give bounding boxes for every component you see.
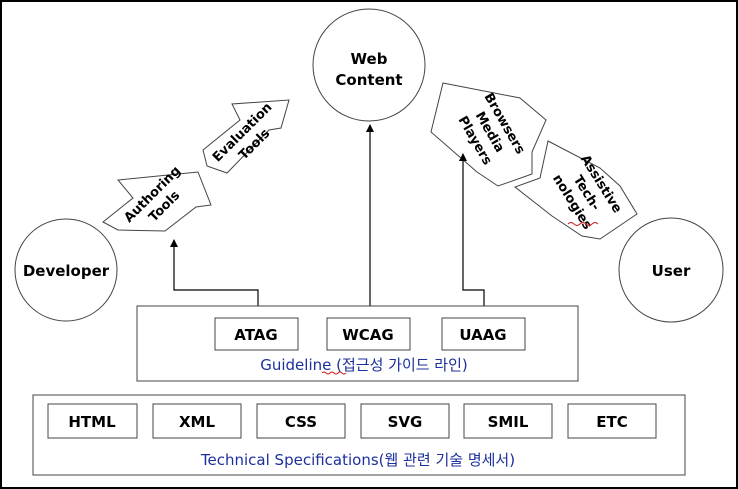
spellcheck-squiggle: [567, 222, 599, 226]
evaluation-tools-arrow: Evaluation Tools: [202, 99, 290, 174]
spellcheck-squiggle: [321, 371, 347, 375]
xml-box: XML: [152, 403, 242, 439]
css-label: CSS: [285, 413, 317, 431]
html-label: HTML: [68, 413, 116, 431]
technical-caption: Technical Specifications(웹 관련 기술 명세서): [200, 451, 515, 469]
guideline-caption: Guideline (접근성 가이드 라인): [260, 356, 468, 374]
browsers-media-players-arrow: Browsers Media Players: [430, 82, 547, 187]
developer-label: Developer: [23, 262, 110, 280]
user-node: User: [618, 217, 724, 323]
atag-label: ATAG: [234, 326, 277, 344]
authoring-atag-connector: [170, 239, 262, 316]
etc-box: ETC: [567, 403, 657, 439]
html-box: HTML: [47, 403, 138, 439]
authoring-tools-arrow: Authoring Tools: [102, 164, 212, 232]
connectors: [170, 124, 488, 316]
uaag-box: UAAG: [441, 317, 526, 351]
browsers-uaag-connector: [459, 153, 488, 316]
css-box: CSS: [256, 403, 346, 439]
smil-label: SMIL: [488, 413, 529, 431]
wcag-box: WCAG: [326, 317, 411, 351]
technical-specifications-group: HTML XML CSS SVG SMIL ETC Technical Spec…: [32, 394, 686, 476]
etc-label: ETC: [596, 413, 628, 431]
developer-node: Developer: [14, 218, 118, 322]
assistive-technologies-arrow: Assistive Tech- nologies: [513, 140, 638, 240]
smil-box: SMIL: [463, 403, 553, 439]
web-content-label-line2: Content: [335, 71, 402, 89]
web-content-node: Web Content: [312, 8, 426, 122]
user-label: User: [652, 262, 691, 280]
uaag-label: UAAG: [459, 326, 506, 344]
svg-box: SVG: [360, 403, 450, 439]
atag-box: ATAG: [214, 317, 299, 351]
wcag-label: WCAG: [342, 326, 393, 344]
guideline-group: ATAG WCAG UAAG Guideline (접근성 가이드 라인): [136, 305, 579, 382]
svg-label: SVG: [388, 413, 423, 431]
web-content-label-line1: Web: [351, 50, 388, 68]
xml-label: XML: [179, 413, 215, 431]
